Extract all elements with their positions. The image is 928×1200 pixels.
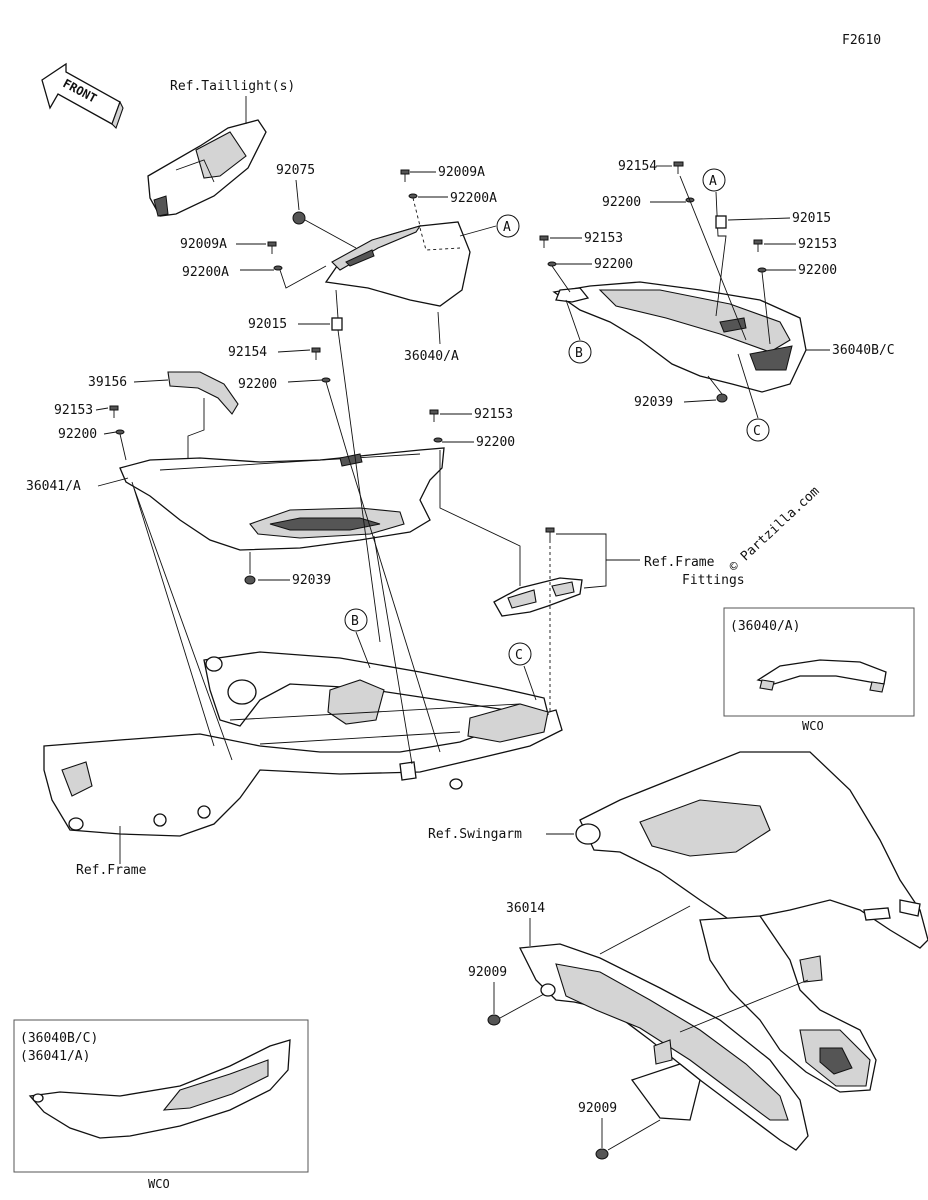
washer-92200A-top (408, 193, 418, 199)
washer-92200-center (433, 437, 443, 443)
part-39156: 39156 (88, 375, 127, 390)
chain-guard-36014 (518, 943, 809, 1151)
washer-92200-right-b (757, 267, 767, 273)
callout-a-right (702, 168, 726, 192)
part-92075: 92075 (276, 163, 315, 178)
callout-b-frame (344, 608, 368, 632)
cover-36041A (119, 447, 445, 551)
part-36041A: 36041/A (26, 479, 81, 494)
frame-fittings-bracket (493, 527, 583, 617)
part-92009A-left: 92009A (180, 237, 227, 252)
washer-92200A-left (273, 265, 283, 271)
screw-92153-center (429, 409, 439, 422)
swingarm (575, 751, 928, 1093)
inset-36040BC-box (13, 1019, 309, 1173)
collar-92015-mid (331, 317, 343, 331)
part-92200-right-b: 92200 (798, 263, 837, 278)
part-92009-b: 92009 (578, 1101, 617, 1116)
washer-92075 (292, 211, 306, 225)
collar-92015-right (715, 215, 727, 229)
screw-92009-b (595, 1148, 609, 1160)
part-92200-right-top: 92200 (602, 195, 641, 210)
screw-92153-right-b (753, 239, 763, 252)
ref-frame-fittings-line2: Fittings (682, 573, 745, 588)
part-92200A-top: 92200A (450, 191, 497, 206)
screw-92009A-left (267, 241, 277, 254)
screw-92153-right-a (539, 235, 549, 248)
part-92200-mid: 92200 (238, 377, 277, 392)
screw-92009-a (487, 1014, 501, 1026)
inset-36040BC-caption: WCO (148, 1177, 170, 1191)
screw-92009A-top (400, 169, 410, 182)
part-92153-left: 92153 (54, 403, 93, 418)
callout-b-right-label: B (575, 346, 583, 361)
callout-b-frame-label: B (351, 614, 359, 629)
part-92154-mid: 92154 (228, 345, 267, 360)
callout-c-frame (508, 642, 532, 666)
part-36040BC: 36040B/C (832, 343, 895, 358)
inset-36040BC-title-2: (36041/A) (20, 1049, 90, 1064)
nut-92039-center (244, 575, 256, 585)
inset-36040A-caption: WCO (802, 719, 824, 733)
callout-c-right-label: C (753, 424, 761, 439)
screw-92154-mid (311, 347, 321, 360)
taillight-assembly (147, 119, 267, 217)
callout-a-right-label: A (709, 174, 717, 189)
part-92200-right-a: 92200 (594, 257, 633, 272)
part-92200-left: 92200 (58, 427, 97, 442)
inset-side-cover (28, 1039, 291, 1139)
part-92153-right-a: 92153 (584, 231, 623, 246)
callout-a-label: A (503, 220, 511, 235)
part-36040A: 36040/A (404, 349, 459, 364)
figure-code: F2610 (842, 33, 881, 48)
washer-92200-mid (321, 377, 331, 383)
cover-36040A (324, 221, 471, 307)
part-92153-center: 92153 (474, 407, 513, 422)
ref-frame-label: Ref.Frame (76, 863, 147, 878)
nut-92039-right (716, 393, 728, 403)
ref-swingarm-label: Ref.Swingarm (428, 827, 522, 842)
callout-c-right (746, 418, 770, 442)
callout-a (496, 214, 520, 238)
cover-36040BC (552, 281, 807, 393)
part-92015-mid: 92015 (248, 317, 287, 332)
washer-92200-right-a (547, 261, 557, 267)
part-36014: 36014 (506, 901, 545, 916)
part-92200-center: 92200 (476, 435, 515, 450)
ref-frame-fittings-line1: Ref.Frame (644, 555, 715, 570)
inset-36040BC-title-1: (36040B/C) (20, 1031, 98, 1046)
part-92153-right-b: 92153 (798, 237, 837, 252)
front-arrow-icon: FRONT (41, 62, 124, 130)
part-92039-center: 92039 (292, 573, 331, 588)
inset-36040A-title: (36040/A) (730, 619, 800, 634)
inset-36040A-box (723, 607, 915, 717)
part-92009A-top: 92009A (438, 165, 485, 180)
washer-92200-left (115, 429, 125, 435)
callout-b-right (568, 340, 592, 364)
part-92009-a: 92009 (468, 965, 507, 980)
callout-c-frame-label: C (515, 648, 523, 663)
part-92154-right: 92154 (618, 159, 657, 174)
inset-36040A-cover (756, 659, 887, 693)
screw-92154-right (673, 161, 684, 174)
watermark: © Partzilla.com (726, 484, 822, 575)
part-92039-right: 92039 (634, 395, 673, 410)
part-92200A-left: 92200A (182, 265, 229, 280)
part-92015-right: 92015 (792, 211, 831, 226)
ref-taillight-label: Ref.Taillight(s) (170, 79, 295, 94)
screw-92153-left (109, 405, 119, 418)
rubber-39156 (167, 371, 239, 415)
rear-frame (43, 651, 563, 837)
